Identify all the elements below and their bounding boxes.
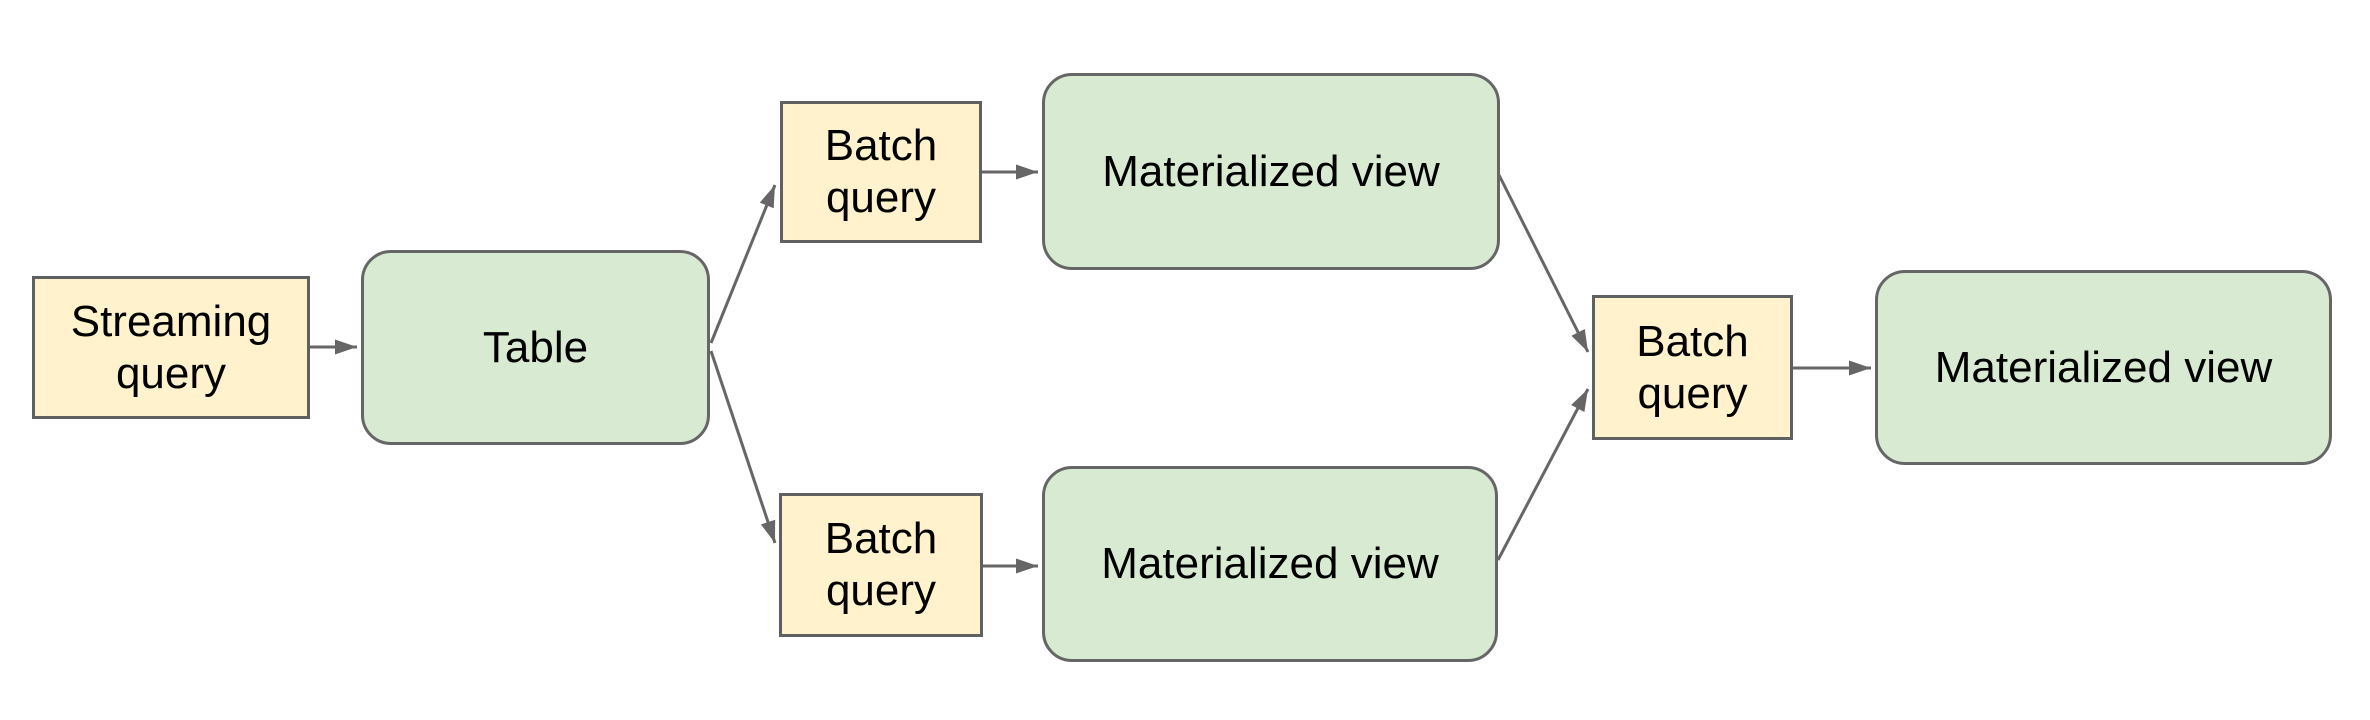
edge-table-to-batch-bottom [709,350,777,544]
node-materialized-view-top-label: Materialized view [1102,146,1440,196]
edge-mv-top-to-batch-final [1497,174,1590,353]
edge-mv-bottom-to-batch-final [1496,388,1590,561]
node-batch-query-top-label: Batch query [824,121,938,222]
node-table-label: Table [482,322,589,372]
node-batch-query-final: Batch query [1592,295,1793,440]
node-materialized-view-bottom: Materialized view [1042,466,1498,662]
edge-table-to-batch-top [709,184,777,344]
node-batch-query-bottom: Batch query [779,493,983,637]
node-streaming-query: Streaming query [32,276,310,419]
node-table: Table [361,250,710,445]
node-materialized-view-top: Materialized view [1042,73,1500,270]
node-materialized-view-bottom-label: Materialized view [1101,539,1439,589]
node-streaming-query-label: Streaming query [70,296,272,398]
node-batch-query-top: Batch query [780,101,982,243]
node-batch-query-final-label: Batch query [1636,316,1749,418]
node-batch-query-bottom-label: Batch query [824,514,938,615]
node-materialized-view-final-label: Materialized view [1934,342,2273,392]
node-materialized-view-final: Materialized view [1875,270,2332,465]
